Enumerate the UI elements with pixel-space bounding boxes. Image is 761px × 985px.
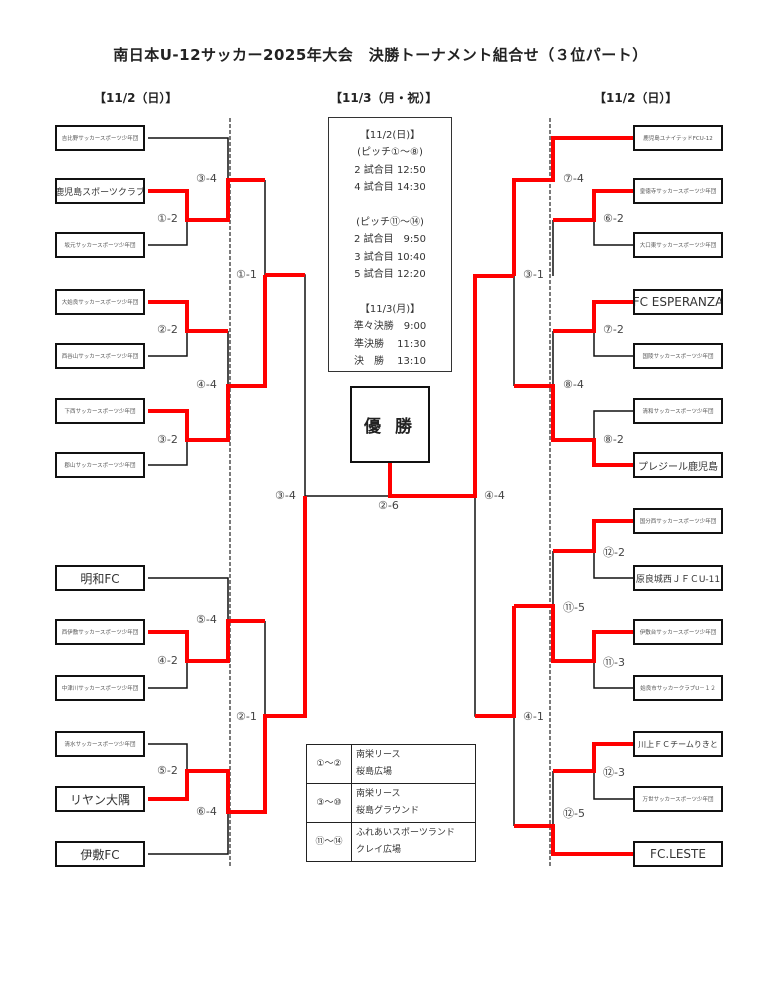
team-right-10: 伊敷台サッカースポーツ少年団: [633, 619, 723, 645]
match-label: ④-4: [484, 489, 505, 502]
team-left-9: 西伊敷サッカースポーツ少年団: [55, 619, 145, 645]
venue-pitches: ⑪～⑭: [306, 822, 352, 862]
match-label: ②-1: [236, 710, 257, 723]
match-label: ⑧-2: [603, 433, 624, 446]
venue-line2: 桜島広場: [356, 767, 393, 777]
match-label: ⑥-4: [196, 805, 217, 818]
match-label: ①-1: [236, 268, 257, 281]
venue-line1: ふれあいスポーツランド: [356, 828, 455, 838]
match-label: ⑦-2: [603, 323, 624, 336]
match-label: ⑧-4: [563, 378, 584, 391]
champion-box: 優 勝: [350, 386, 430, 463]
venue-line1: 南栄リース: [356, 789, 401, 799]
schedule-line: 【11/3(月)】: [359, 304, 421, 316]
schedule-line: [329, 284, 451, 301]
date-left: 【11/2（日）】: [94, 91, 178, 105]
match-label: ⑪-5: [563, 601, 585, 614]
team-left-12: リヤン大隅: [55, 786, 145, 812]
match-label: ⑤-4: [196, 613, 217, 626]
match-label: ③-4: [196, 172, 217, 185]
schedule-line: (ピッチ⑪～⑭): [356, 217, 424, 229]
venue-pitches: ③～⑩: [306, 783, 352, 823]
venue-row: ⑪～⑭ ふれあいスポーツランドクレイ広場: [306, 822, 476, 862]
venue-row: ③～⑩ 南栄リース桜島グラウンド: [306, 783, 476, 823]
match-label: ⑫-3: [603, 766, 625, 779]
team-right-7: プレジール鹿児島: [633, 452, 723, 478]
team-left-13: 伊敷FC: [55, 841, 145, 867]
team-right-6: 清和サッカースポーツ少年団: [633, 398, 723, 424]
team-right-5: 国陵サッカースポーツ少年団: [633, 343, 723, 369]
team-right-8: 国分西サッカースポーツ少年団: [633, 508, 723, 534]
team-left-4: 大姶良サッカースポーツ少年団: [55, 289, 145, 315]
schedule-box: 【11/2(日)】 (ピッチ①～⑧) 2 試合目 12:50 4 試合目 14:…: [328, 117, 452, 372]
schedule-line: 決 勝 13:10: [354, 356, 426, 368]
match-label: ②-6: [378, 499, 399, 512]
schedule-line: 2 試合目 12:50: [354, 164, 426, 176]
team-right-14: FC.LESTE: [633, 841, 723, 867]
match-label: ②-2: [157, 323, 178, 336]
team-right-2: 皇徳寺サッカースポーツ少年団: [633, 178, 723, 204]
team-left-5: 西谷山サッカースポーツ少年団: [55, 343, 145, 369]
team-left-8: 明和FC: [55, 565, 145, 591]
schedule-line: (ピッチ①～⑧): [357, 147, 423, 159]
team-right-3: 大口東サッカースポーツ少年団: [633, 232, 723, 258]
winner-lines: [148, 136, 633, 856]
match-label: ⑫-5: [563, 807, 585, 820]
schedule-line: 5 試合目 12:20: [354, 269, 426, 281]
match-label: ⑥-2: [603, 212, 624, 225]
team-right-11: 姶良市サッカークラブU－１２: [633, 675, 723, 701]
team-right-1: 鹿児島ユナイテッドFCU-12: [633, 125, 723, 151]
team-left-6: 下西サッカースポーツ少年団: [55, 398, 145, 424]
team-right-12: 川上ＦＣチームりきと: [633, 731, 723, 757]
team-left-11: 清水サッカースポーツ少年団: [55, 731, 145, 757]
match-label: ⑪-3: [603, 656, 625, 669]
venue-line2: 桜島グラウンド: [356, 806, 420, 816]
team-left-2: 鹿児島スポーツクラブ: [55, 178, 145, 204]
schedule-line: 準々決勝 9:00: [353, 321, 427, 333]
venue-line2: クレイ広場: [356, 845, 402, 855]
schedule-line: 4 試合目 14:30: [354, 182, 426, 194]
match-label: ④-4: [196, 378, 217, 391]
match-label: ⑤-2: [157, 764, 178, 777]
team-right-4: FC ESPERANZA: [633, 289, 723, 315]
team-left-7: 郡山サッカースポーツ少年団: [55, 452, 145, 478]
venue-name: ふれあいスポーツランドクレイ広場: [351, 822, 476, 862]
match-label: ③-1: [523, 268, 544, 281]
page-title: 南日本U-12サッカー2025年大会 決勝トーナメント組合せ（３位パート）: [113, 46, 648, 64]
match-label: ④-2: [157, 654, 178, 667]
team-right-9: 原良城西ＪＦＣU-11: [633, 565, 723, 591]
schedule-line: 準決勝 11:30: [354, 338, 426, 350]
match-label: ③-2: [157, 433, 178, 446]
venue-table: ①～② 南栄リース桜島広場 ③～⑩ 南栄リース桜島グラウンド ⑪～⑭ ふれあいス…: [306, 744, 476, 862]
date-right: 【11/2（日）】: [594, 91, 678, 105]
schedule-line: 【11/2(日)】: [359, 130, 421, 141]
venue-line1: 南栄リース: [356, 750, 401, 760]
match-label: ⑦-4: [563, 172, 584, 185]
match-label: ③-4: [275, 489, 296, 502]
match-label: ①-2: [157, 212, 178, 225]
schedule-line: [329, 197, 451, 214]
team-left-1: 吉比野サッカースポーツ少年団: [55, 125, 145, 151]
team-right-13: 万世サッカースポーツ少年団: [633, 786, 723, 812]
venue-row: ①～② 南栄リース桜島広場: [306, 744, 476, 784]
schedule-line: 3 試合目 10:40: [354, 251, 426, 263]
venue-name: 南栄リース桜島グラウンド: [351, 783, 476, 823]
match-label: ⑫-2: [603, 546, 625, 559]
match-label: ④-1: [523, 710, 544, 723]
date-center: 【11/3（月・祝）】: [330, 91, 438, 105]
team-left-10: 中津川サッカースポーツ少年団: [55, 675, 145, 701]
venue-pitches: ①～②: [306, 744, 352, 784]
team-left-3: 坂元サッカースポーツ少年団: [55, 232, 145, 258]
schedule-line: 2 試合目 9:50: [354, 234, 426, 246]
venue-name: 南栄リース桜島広場: [351, 744, 476, 784]
